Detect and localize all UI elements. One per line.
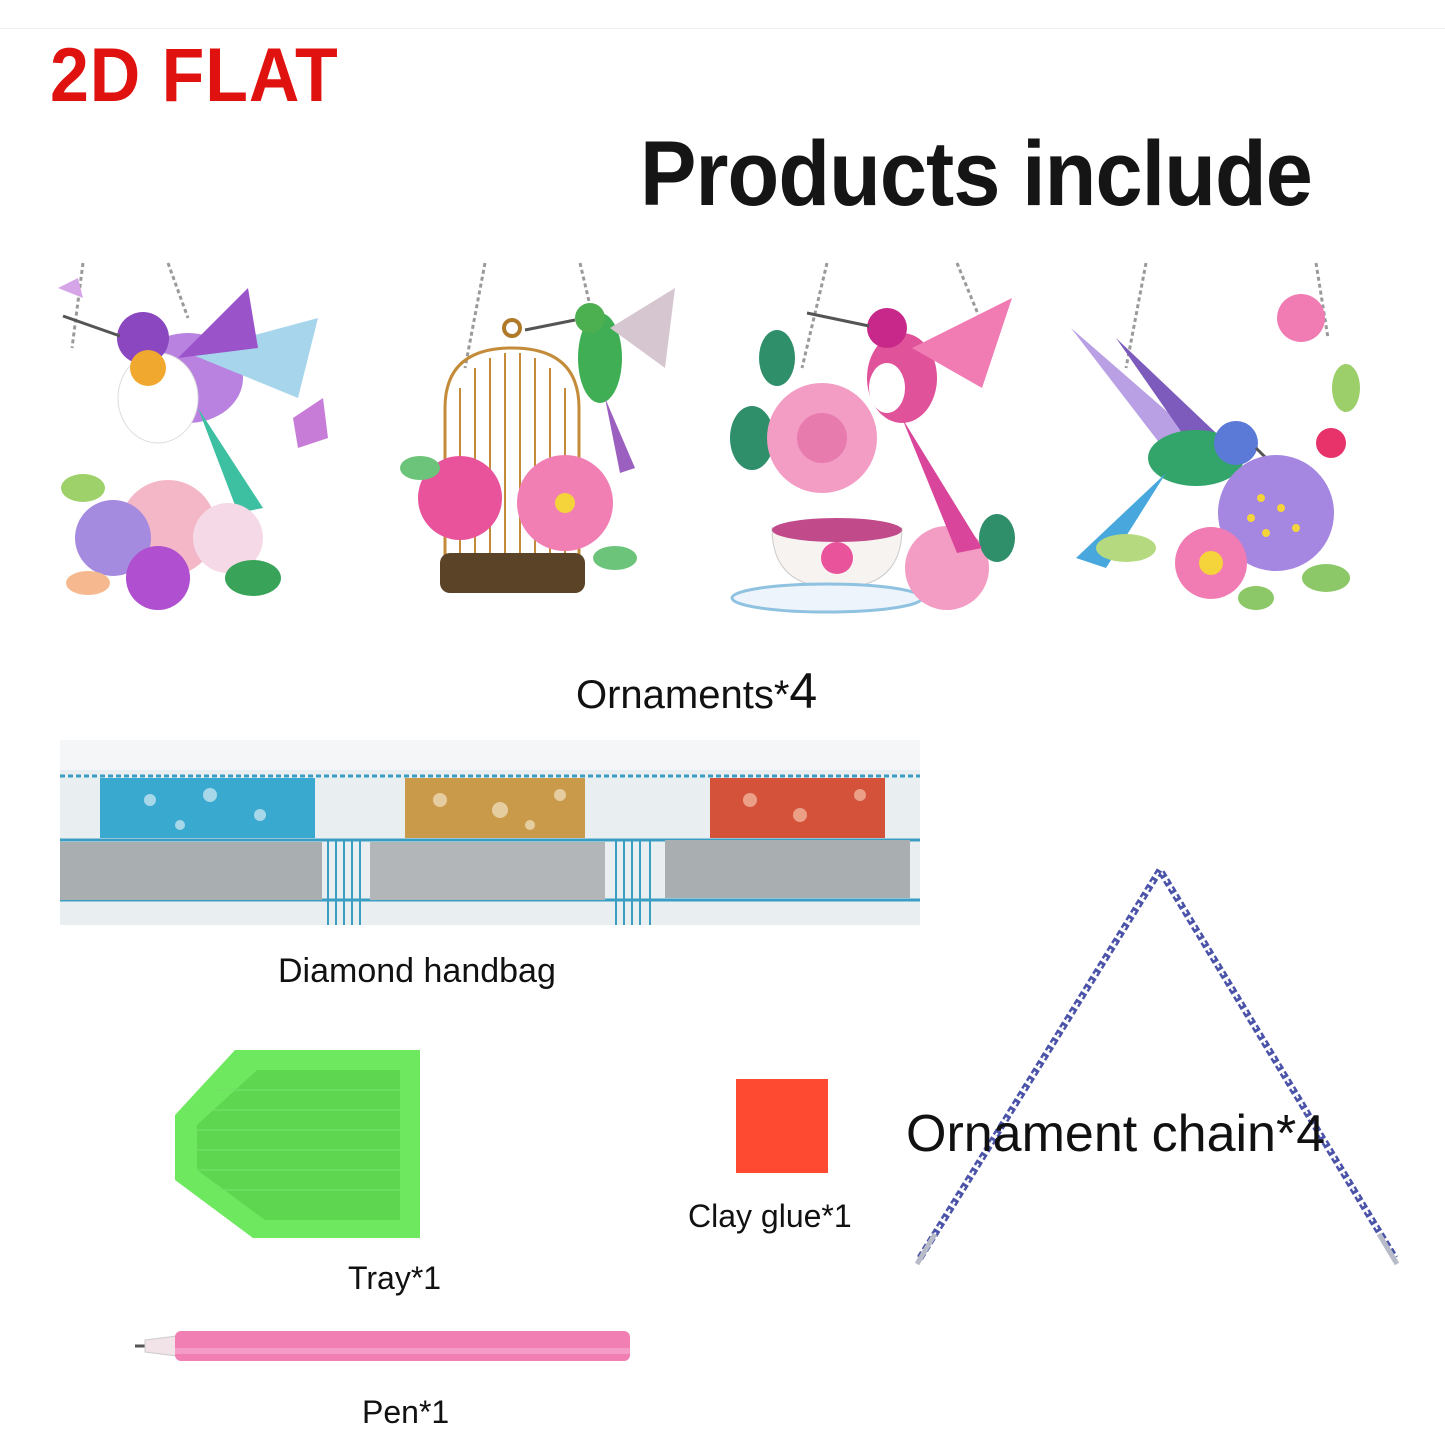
ornaments-count: 4 [789,663,818,719]
top-divider [0,28,1445,29]
badge-2d-flat: 2D FLAT [50,33,339,118]
clay-glue-label: Clay glue*1 [688,1198,852,1234]
ornament-chain-label: Ornament chain*4 [906,1105,1326,1163]
ornaments-label-text: Ornaments* [576,673,790,717]
ornaments-label: Ornaments*4 [576,662,817,720]
diamond-handbag-label: Diamond handbag [278,952,556,990]
pen-image [135,1331,630,1361]
ornament-image-4 [1071,262,1360,610]
diamond-handbag-image [60,740,920,925]
ornament-chain-image [914,866,1400,1266]
ornament-image-2 [400,262,675,593]
page-title: Products include [640,123,1313,225]
pen-label: Pen*1 [362,1394,450,1430]
clay-glue-image [736,1079,828,1173]
tray-label: Tray*1 [348,1260,442,1296]
ornament-image-1 [58,262,328,610]
tray-image [175,1050,420,1238]
ornament-image-3 [730,262,1015,614]
